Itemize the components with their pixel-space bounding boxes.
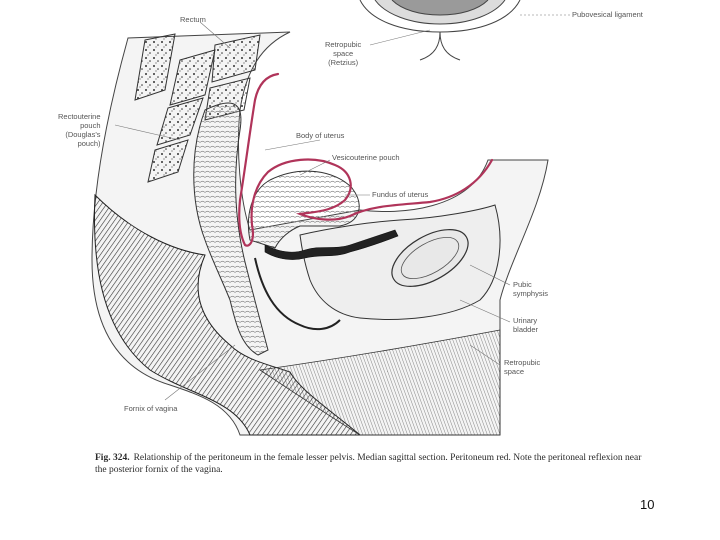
figure-caption: Fig. 324.Relationship of the peritoneum … xyxy=(95,452,655,476)
label-pubovesical-ligament: Pubovesical ligament xyxy=(572,10,643,19)
leader-lines xyxy=(114,14,570,401)
pubic-bone xyxy=(391,229,469,287)
peritoneum-line xyxy=(238,72,494,247)
perineum-lower xyxy=(258,329,501,436)
label-retropubic-space-top: Retropubic space (Retzius) xyxy=(325,40,362,67)
label-fundus-of-uterus: Fundus of uterus xyxy=(372,190,429,199)
rectum xyxy=(193,102,269,356)
label-fornix-of-vagina: Fornix of vagina xyxy=(124,404,178,413)
label-pubic-symphysis: Pubic symphysis xyxy=(513,280,549,298)
label-rectouterine-pouch: Rectouterine pouch (Douglas's pouch) xyxy=(58,112,101,148)
label-vesicouterine-pouch: Vesicouterine pouch xyxy=(332,153,400,162)
sacrum xyxy=(134,33,261,183)
pubic-region-top xyxy=(359,0,521,61)
figure-caption-text: Relationship of the peritoneum in the fe… xyxy=(95,453,642,475)
label-body-of-uterus: Body of uterus xyxy=(296,131,345,140)
vaginal-folds xyxy=(264,229,399,260)
label-urinary-bladder: Urinary bladder xyxy=(513,316,539,334)
label-retropubic-space-bottom: Retropubic space xyxy=(504,358,541,376)
slide-number: 10 xyxy=(640,497,655,512)
label-rectum: Rectum xyxy=(180,15,206,24)
uterus xyxy=(247,170,360,249)
figure-number: Fig. 324. xyxy=(95,453,130,463)
